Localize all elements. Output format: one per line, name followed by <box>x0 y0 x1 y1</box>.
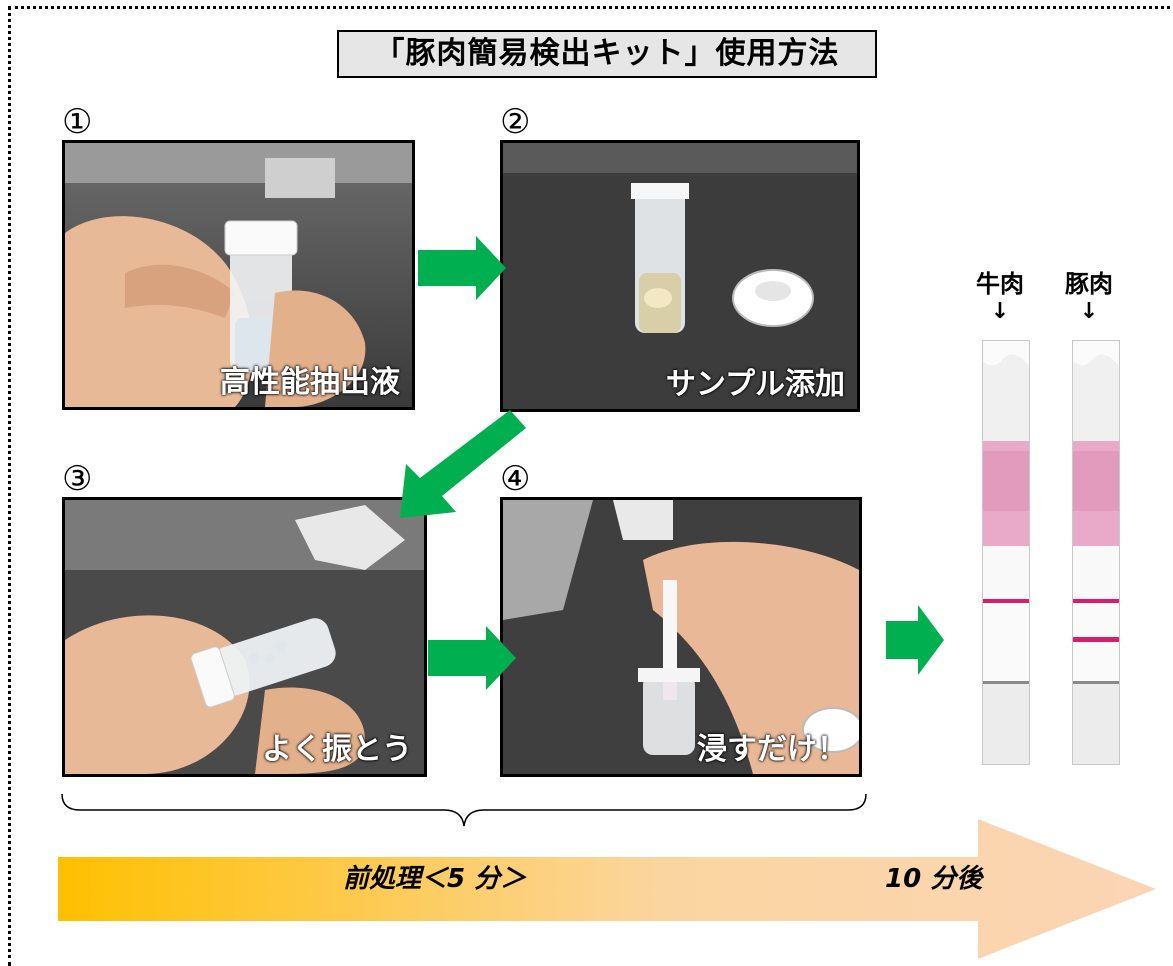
pork-strip-graphic <box>1073 341 1119 764</box>
pretreatment-label: 前処理＜5 分＞ <box>343 864 527 894</box>
photo-shake: よく振とう <box>62 497 427 777</box>
beef-label: 牛肉 ↓ <box>965 264 1035 323</box>
step-2-caption: サンプル添加 <box>665 367 845 402</box>
pork-label: 豚肉 ↓ <box>1054 264 1124 323</box>
step-3-number: ③ <box>62 459 93 499</box>
beef-strip-graphic <box>983 341 1029 764</box>
arrow-to-result <box>886 605 944 675</box>
step-1-number: ① <box>62 102 93 142</box>
beef-down-arrow-icon: ↓ <box>990 299 1010 324</box>
step-3-caption: よく振とう <box>262 732 412 767</box>
photo-3-image <box>65 500 424 774</box>
step-4-caption: 浸すだけ！ <box>697 732 847 767</box>
arrow-step3-to-step4 <box>428 626 516 690</box>
pork-down-arrow-icon: ↓ <box>1079 299 1099 324</box>
arrow-step1-to-step2 <box>418 236 506 300</box>
step-4-number: ④ <box>500 459 531 499</box>
photo-2-image <box>503 143 857 409</box>
dotted-frame <box>8 6 1173 966</box>
photo-dip: 浸すだけ！ <box>500 497 862 777</box>
beef-test-strip <box>982 340 1030 765</box>
photo-1-image <box>65 143 412 407</box>
photo-4-image <box>503 500 859 774</box>
after-label: 10 分後 <box>885 864 983 894</box>
photo-sample-addition: サンプル添加 <box>500 140 860 412</box>
beef-label-text: 牛肉 <box>976 270 1024 298</box>
step-2-number: ② <box>500 102 531 142</box>
timeline-arrow <box>58 819 1156 959</box>
pork-test-strip <box>1072 340 1120 765</box>
arrow-step2-to-step3 <box>400 410 526 518</box>
pork-label-text: 豚肉 <box>1065 270 1113 298</box>
photo-extraction-liquid: 高性能抽出液 <box>62 140 415 410</box>
page-title: 「豚肉簡易検出キット」使用方法 <box>337 30 877 78</box>
pretreatment-brace <box>61 793 867 827</box>
step-1-caption: 高性能抽出液 <box>220 365 400 400</box>
